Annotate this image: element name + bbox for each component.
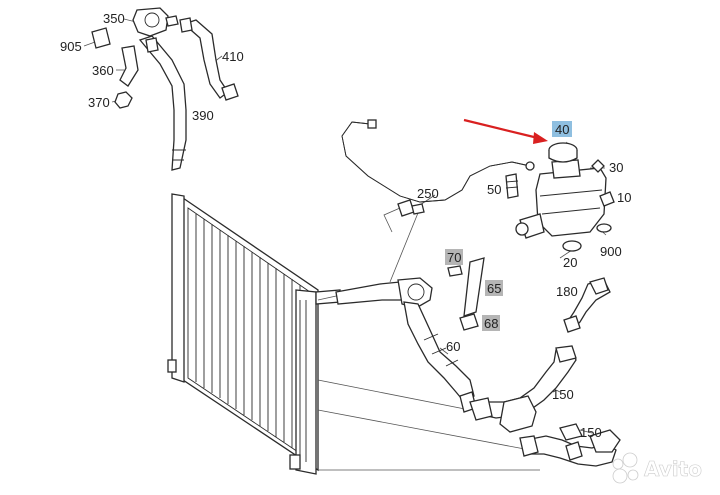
hose-150-upper [469,345,577,433]
expansion-tank-assembly [505,142,615,252]
highlight-box-68 [482,315,500,331]
breather-line [341,119,535,217]
label-50: 50 [487,182,501,197]
label-150-upper: 150 [552,387,574,402]
bracket-assembly [447,257,485,331]
label-68: 68 [484,316,498,331]
label-250: 250 [417,186,439,201]
hose-180 [563,277,611,333]
hose-60 [335,277,477,413]
label-905: 905 [60,39,82,54]
label-10: 10 [617,190,631,205]
label-410: 410 [222,49,244,64]
label-370: 370 [88,95,110,110]
label-900: 900 [600,244,622,259]
label-65: 65 [487,281,501,296]
label-30: 30 [609,160,623,175]
watermark: Avito [612,452,702,484]
label-390: 390 [192,108,214,123]
watermark-text: Avito [644,457,702,481]
label-360: 360 [92,63,114,78]
label-60: 60 [446,339,460,354]
highlight-box-40 [552,121,572,137]
label-40: 40 [555,122,569,137]
label-150-lower: 150 [580,425,602,440]
avito-logo-icon [612,452,639,484]
radiator [167,193,341,475]
label-180: 180 [556,284,578,299]
label-20: 20 [563,255,577,270]
highlight-box-65 [485,280,503,296]
label-70: 70 [447,250,461,265]
red-arrow [463,118,548,144]
hose-150-lower [519,423,621,467]
water-pump-assembly [91,7,239,171]
label-350: 350 [103,11,125,26]
highlight-box-70 [445,249,463,265]
